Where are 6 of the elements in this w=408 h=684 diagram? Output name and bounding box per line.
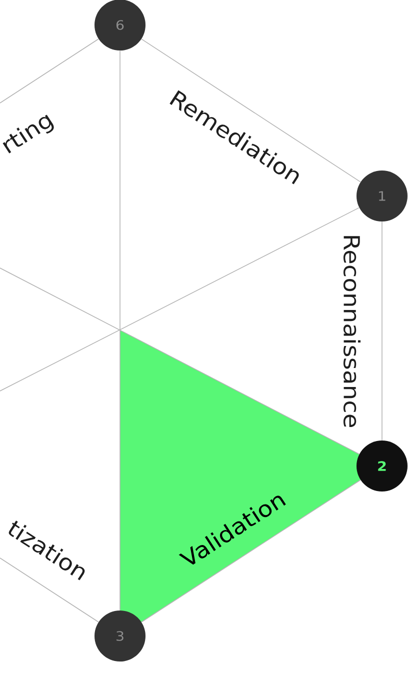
connector-line bbox=[0, 268, 360, 455]
connector-line bbox=[0, 207, 360, 392]
connector-line bbox=[141, 480, 361, 622]
connector-line bbox=[0, 558, 99, 622]
connector-line bbox=[0, 38, 99, 104]
connector-line bbox=[141, 38, 361, 182]
